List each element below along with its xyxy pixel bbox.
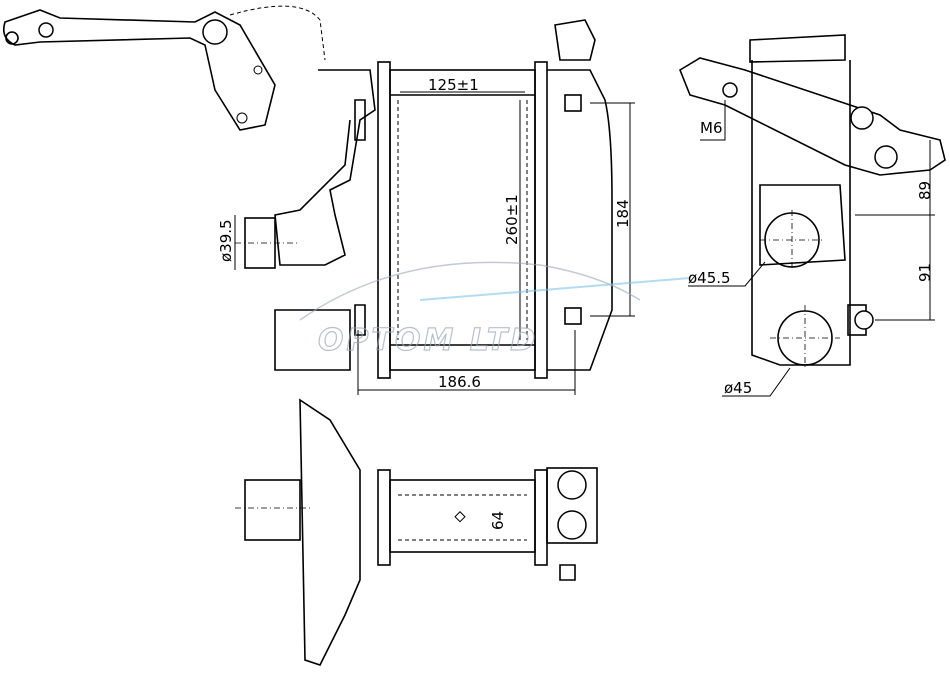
bottom-view (235, 398, 598, 666)
upper-bracket (2, 5, 326, 131)
thread-label: M6 (700, 119, 723, 137)
overall-width-label: 186.6 (438, 373, 481, 391)
upper-port-diameter-label: ø45.5 (688, 269, 731, 287)
dim-91-label: 91 (916, 263, 934, 282)
inlet-diameter-label: ø39.5 (217, 219, 235, 262)
lower-port-diameter-label: ø45 (724, 379, 752, 397)
watermark: OPTOM LTD (318, 323, 538, 358)
front-dimensions (357, 91, 635, 395)
inlet-pipe (234, 69, 376, 371)
mount-spacing-label: 184 (614, 199, 632, 228)
core-height-label: 260±1 (503, 194, 521, 245)
intercooler-core (354, 19, 613, 379)
side-view (679, 34, 946, 397)
dim-89-label: 89 (916, 181, 934, 200)
core-width-label: 125±1 (428, 76, 479, 94)
depth-label: 64 (489, 511, 507, 530)
